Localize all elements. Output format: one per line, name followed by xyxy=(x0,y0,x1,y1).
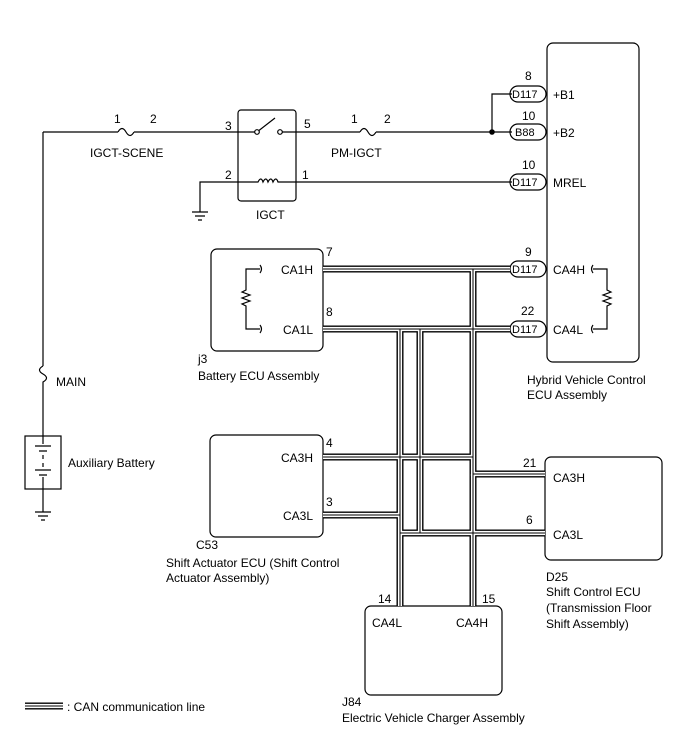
hv-pin-mrel-num: 10 xyxy=(522,158,536,172)
shift-actuator-name-1: Shift Actuator ECU (Shift Control xyxy=(166,556,339,570)
battery-ecu-pin8: 8 xyxy=(326,305,333,319)
battery-ecu-ca1h: CA1H xyxy=(281,263,313,277)
igct-scene-pin2: 2 xyxy=(150,112,157,126)
hv-pin-b2-label: +B2 xyxy=(553,126,575,140)
hv-pin-ca4h-label: CA4H xyxy=(553,263,585,277)
hv-pin-mrel-conn: D117 xyxy=(512,177,537,189)
shift-control-name-2: (Transmission Floor xyxy=(546,601,652,615)
igct-relay-coil xyxy=(238,178,296,184)
relay-label: IGCT xyxy=(256,208,285,222)
conn-d117-b1 xyxy=(509,85,547,103)
coil-ground-wire xyxy=(199,181,238,212)
auxiliary-battery-label: Auxiliary Battery xyxy=(68,456,155,470)
hv-pin-ca4l-conn: D117 xyxy=(512,324,537,336)
battery-ground-symbol xyxy=(35,511,51,521)
hv-pin-ca4l-label: CA4L xyxy=(553,323,583,337)
pm-igct-fuse-symbol xyxy=(359,127,377,137)
relay-pin2: 2 xyxy=(225,168,232,182)
battery-ecu-ca1l: CA1L xyxy=(283,323,313,337)
hv-pin-b1-label: +B1 xyxy=(553,88,575,102)
hv-pin-b1-num: 8 xyxy=(525,69,532,83)
ev-charger-ca4h: CA4H xyxy=(456,616,488,630)
battery-ecu-name: Battery ECU Assembly xyxy=(198,369,319,383)
b1-branch-wire xyxy=(491,93,512,132)
shift-actuator-ca3h: CA3H xyxy=(281,451,313,465)
terminator-ticks xyxy=(259,264,594,334)
battery-ecu-box xyxy=(210,248,324,352)
relay-pin1: 1 xyxy=(302,168,309,182)
shift-actuator-ca3l: CA3L xyxy=(283,509,313,523)
hv-pin-ca4h-conn: D117 xyxy=(512,264,537,276)
igct-scene-fuse-symbol xyxy=(117,127,135,137)
hv-control-ecu-box xyxy=(546,42,640,363)
shift-control-ca3l: CA3L xyxy=(553,528,583,542)
hv-pin-b2-num: 10 xyxy=(522,109,536,123)
hv-ecu-name-2: ECU Assembly xyxy=(527,388,607,402)
ev-charger-pin14: 14 xyxy=(378,592,392,606)
legend-can-text: : CAN communication line xyxy=(67,700,205,714)
igct-scene-pin1: 1 xyxy=(114,112,121,126)
hv-ecu-name-1: Hybrid Vehicle Control xyxy=(527,373,646,387)
hv-ecu-terminator xyxy=(593,268,613,330)
main-fuse-symbol xyxy=(38,365,48,436)
hv-pin-b2-conn: B88 xyxy=(515,127,535,139)
shift-actuator-pin4: 4 xyxy=(326,436,333,450)
igct-relay-box xyxy=(237,109,297,202)
battery-ecu-id: j3 xyxy=(197,352,208,366)
battery-ecu-terminator xyxy=(240,268,260,330)
relay-pin3: 3 xyxy=(225,119,232,133)
pm-igct-pin1: 1 xyxy=(351,112,358,126)
shift-control-name-1: Shift Control ECU xyxy=(546,585,641,599)
shift-actuator-ecu-box xyxy=(209,434,324,538)
relay-pin5: 5 xyxy=(304,117,311,131)
coil-ground-symbol xyxy=(192,211,208,221)
ev-charger-box xyxy=(364,605,503,696)
shift-actuator-id: C53 xyxy=(196,538,218,552)
shift-control-name-3: Shift Assembly) xyxy=(546,617,629,631)
hv-pin-mrel-label: MREL xyxy=(553,176,587,190)
main-fuse-label: MAIN xyxy=(56,375,86,389)
shift-control-pin21: 21 xyxy=(523,456,537,470)
ev-charger-name: Electric Vehicle Charger Assembly xyxy=(342,711,525,725)
shift-control-ca3h: CA3H xyxy=(553,471,585,485)
shift-actuator-name-2: Actuator Assembly) xyxy=(166,571,269,585)
hv-pin-b1-conn: D117 xyxy=(512,89,537,101)
battery-ecu-pin7: 7 xyxy=(326,245,333,259)
igct-relay-contact xyxy=(238,117,296,133)
can-bus-lines xyxy=(323,265,545,606)
hv-pin-ca4l-num: 22 xyxy=(521,304,535,318)
pm-igct-label: PM-IGCT xyxy=(331,146,382,160)
conn-b88-b2 xyxy=(509,123,547,141)
conn-d117-mrel xyxy=(509,173,547,191)
ev-charger-pin15: 15 xyxy=(482,592,496,606)
battery-cells xyxy=(35,436,51,489)
shift-control-pin6: 6 xyxy=(526,513,533,527)
igct-scene-label: IGCT-SCENE xyxy=(90,146,163,160)
shift-control-id: D25 xyxy=(546,570,568,584)
ev-charger-ca4l: CA4L xyxy=(372,616,402,630)
hv-pin-ca4h-num: 9 xyxy=(525,245,532,259)
shift-actuator-pin3: 3 xyxy=(326,495,333,509)
pm-igct-pin2: 2 xyxy=(384,112,391,126)
shift-control-ecu-box xyxy=(544,456,663,561)
ev-charger-id: J84 xyxy=(342,695,362,709)
